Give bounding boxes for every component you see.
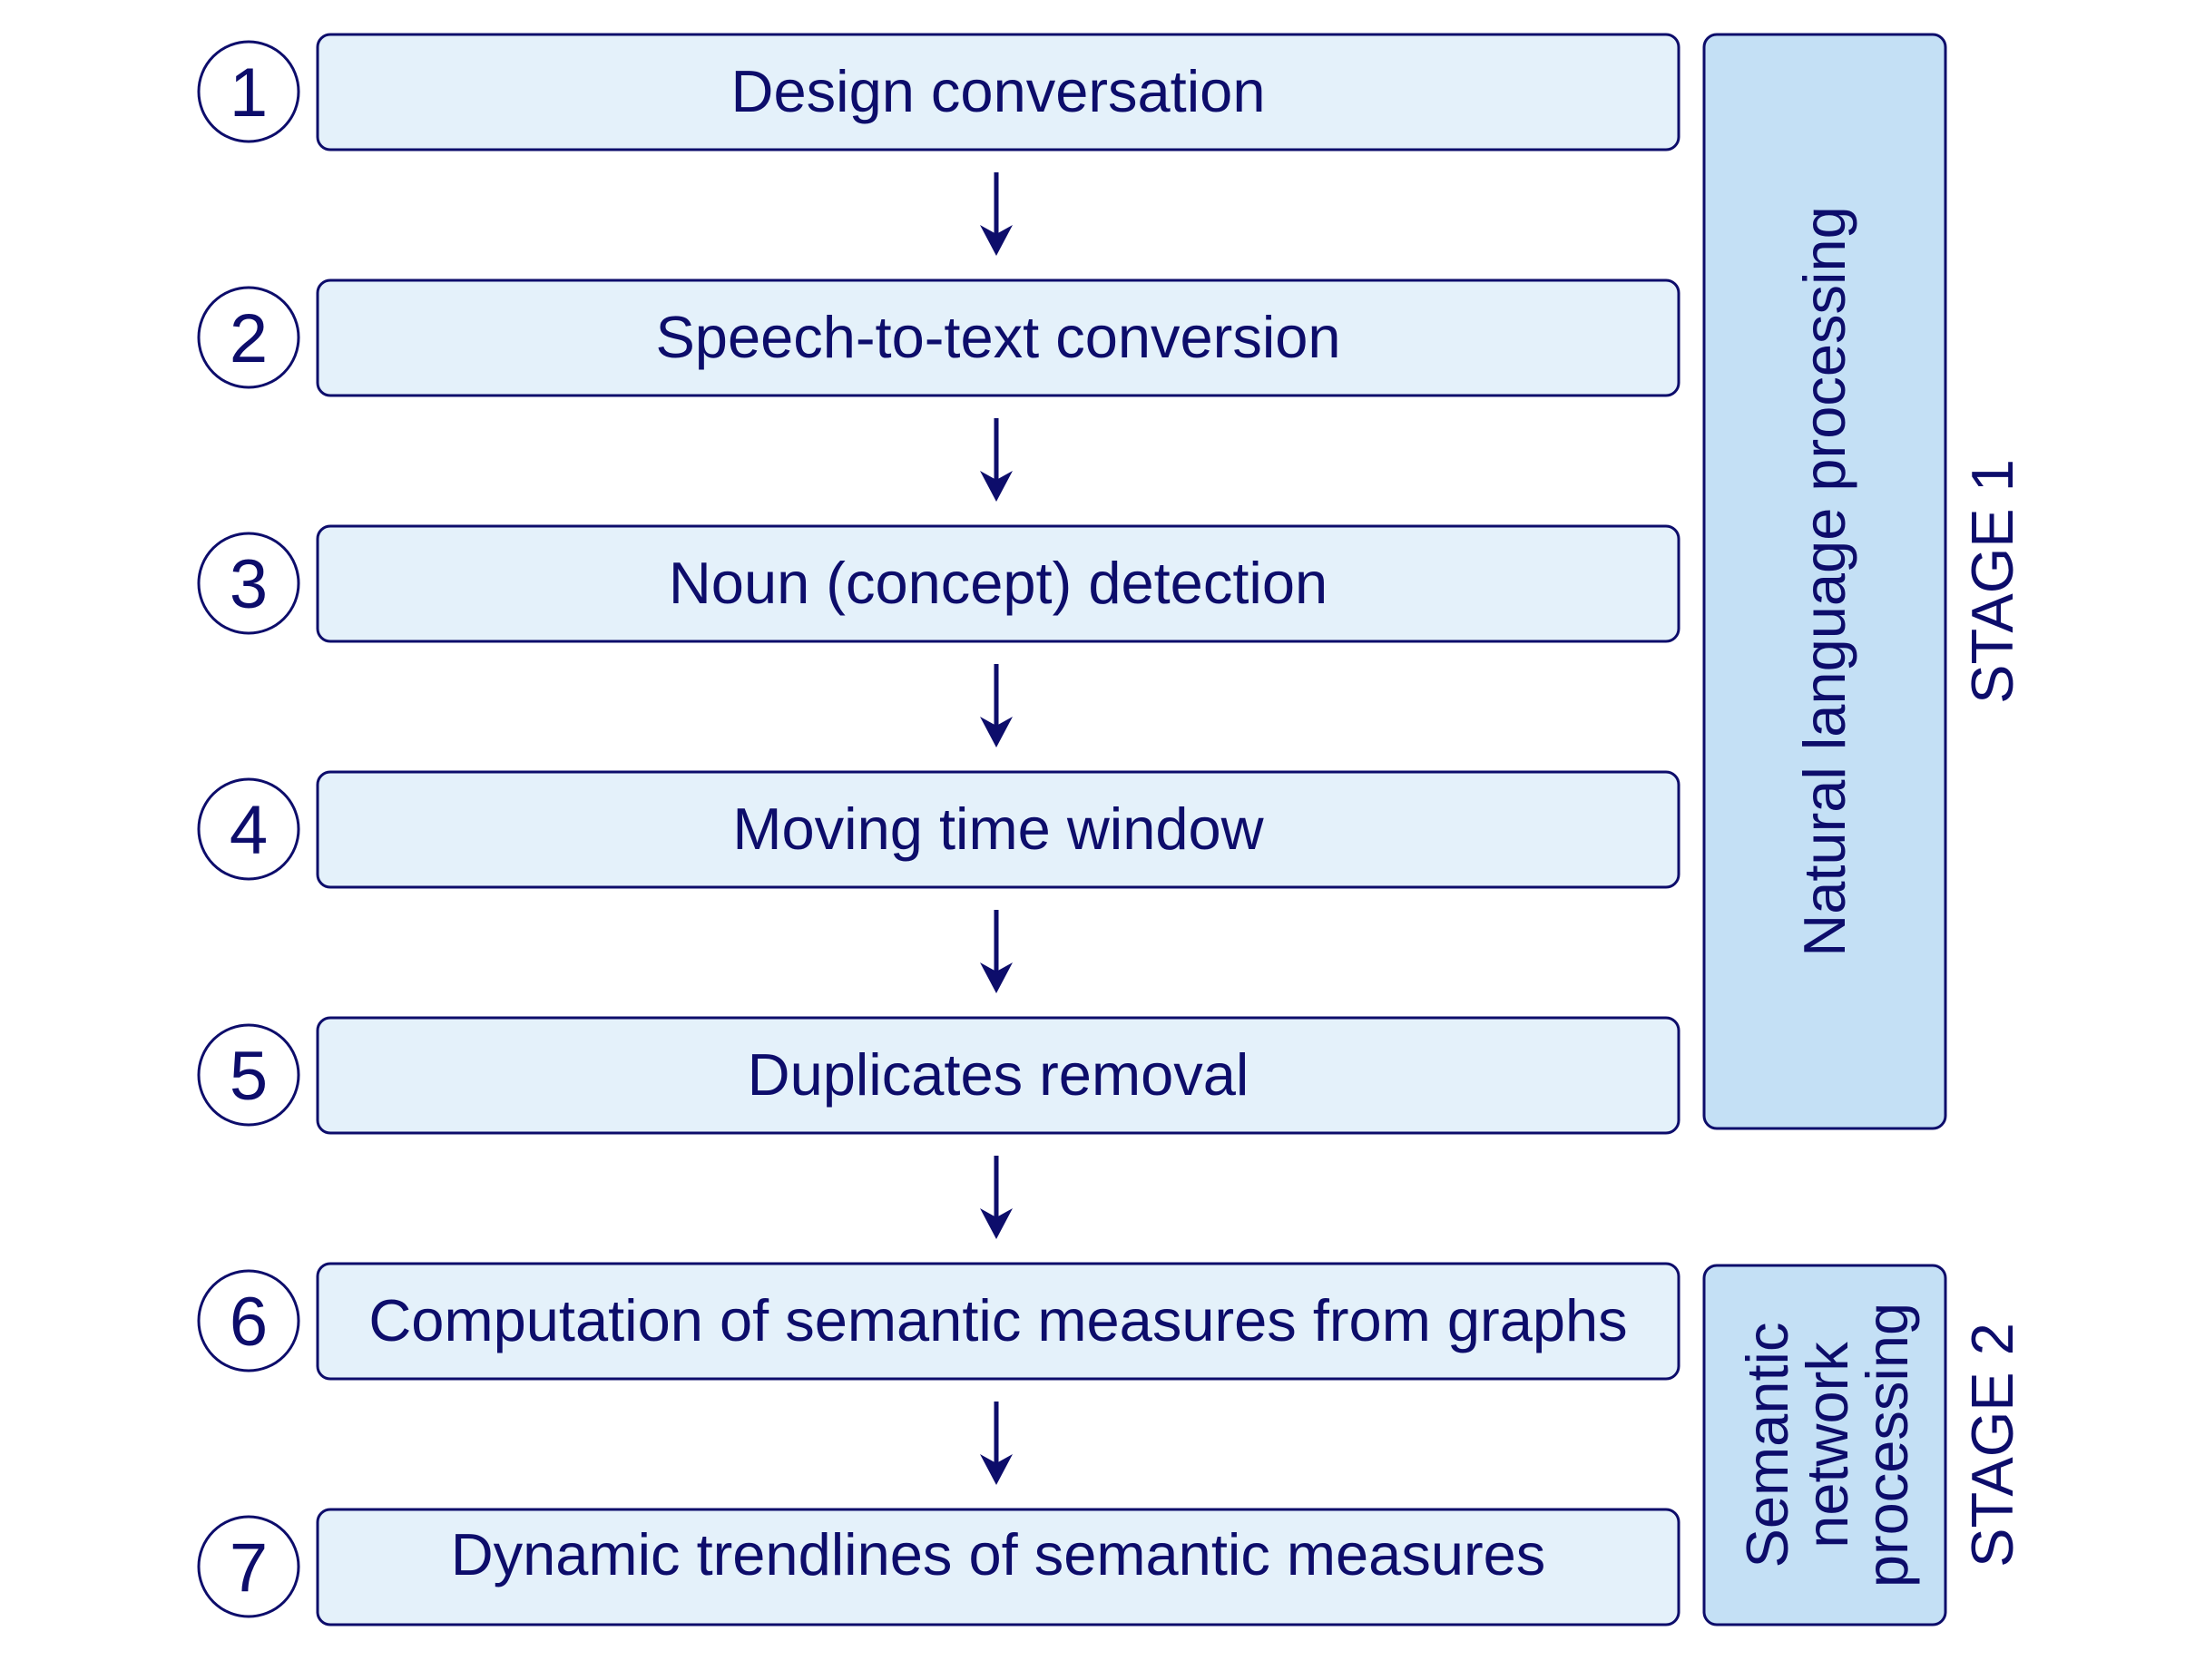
step-7-label: Dynamic trendlines of semantic measures: [451, 1521, 1546, 1587]
step-2-label: Speech-to-text conversion: [655, 304, 1340, 370]
step-6-box: [316, 1262, 1680, 1381]
stage-2-label: STAGE 2: [1959, 1323, 2025, 1568]
step-4-box: [316, 770, 1680, 889]
step-3-number-circle: [197, 532, 300, 635]
step-7: 7 Dynamic trendlines of semantic measure…: [197, 1508, 1680, 1626]
step-4-number: 4: [230, 792, 268, 869]
step-1-number: 1: [230, 54, 268, 132]
nlp-group-label: Natural language processing: [1791, 206, 1857, 956]
step-1-number-circle: [197, 40, 300, 143]
step-4-label: Moving time window: [732, 796, 1264, 862]
step-6-number: 6: [230, 1284, 268, 1361]
semantic-group-label-line-1: Semantic: [1734, 1323, 1800, 1568]
step-5: 5 Duplicates removal: [197, 1016, 1680, 1135]
step-6-label: Computation of semantic measures from gr…: [368, 1287, 1627, 1353]
step-2: 2 Speech-to-text conversion: [197, 278, 1680, 397]
step-1: 1 Design conversation: [197, 33, 1680, 151]
step-5-number: 5: [230, 1038, 268, 1115]
arrow-4-5: [980, 910, 1013, 993]
step-5-label: Duplicates removal: [748, 1041, 1249, 1108]
step-1-box: [316, 33, 1680, 151]
step-2-number-circle: [197, 286, 300, 389]
arrow-5-6: [980, 1156, 1013, 1239]
arrow-1-2: [980, 172, 1013, 256]
step-1-label: Design conversation: [731, 58, 1266, 124]
step-3: 3 Noun (concept) detection: [197, 524, 1680, 643]
step-5-number-circle: [197, 1023, 300, 1127]
semantic-group: Semantic network processing: [1702, 1264, 1947, 1626]
semantic-group-label-line-2: network: [1794, 1342, 1860, 1548]
step-6-number-circle: [197, 1269, 300, 1372]
step-3-label: Noun (concept) detection: [669, 550, 1328, 616]
step-7-number-circle: [197, 1515, 300, 1618]
nlp-group: Natural language processing: [1702, 33, 1947, 1130]
step-7-box: [316, 1508, 1680, 1626]
nlp-group-box: [1702, 33, 1947, 1130]
semantic-group-label-line-3: processing: [1854, 1303, 1920, 1587]
arrow-6-7: [980, 1402, 1013, 1485]
arrow-3-4: [980, 664, 1013, 747]
step-5-box: [316, 1016, 1680, 1135]
step-4-number-circle: [197, 777, 300, 881]
semantic-group-box: [1702, 1264, 1947, 1626]
stage-1-label: STAGE 1: [1959, 459, 2025, 704]
step-3-box: [316, 524, 1680, 643]
step-6: 6 Computation of semantic measures from …: [197, 1262, 1680, 1381]
step-7-number: 7: [230, 1529, 268, 1607]
arrow-2-3: [980, 418, 1013, 502]
step-4: 4 Moving time window: [197, 770, 1680, 889]
step-2-box: [316, 278, 1680, 397]
step-3-number: 3: [230, 546, 268, 623]
step-2-number: 2: [230, 300, 268, 377]
